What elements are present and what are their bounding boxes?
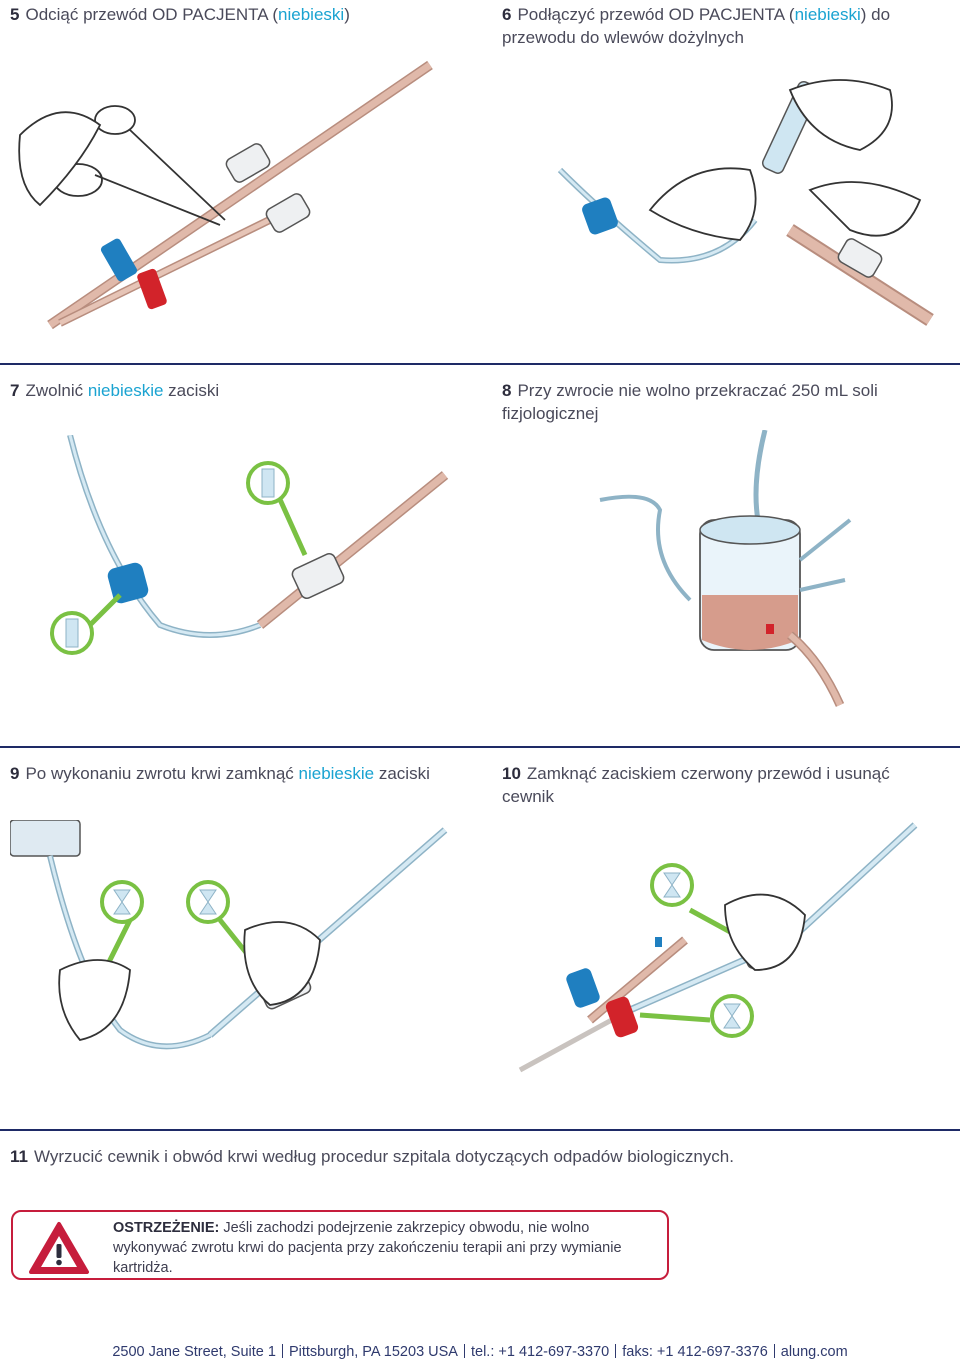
highlight-blue: niebieskie: [298, 764, 375, 783]
step-number: 5: [10, 5, 20, 24]
step-text: Podłączyć przewód OD PACJENTA (: [517, 5, 795, 24]
footer-separator: [773, 1344, 775, 1358]
step-5-title: 5 Odciąć przewód OD PACJENTA (niebieski): [10, 3, 450, 26]
illustration-saline-return: [599, 430, 852, 707]
step-text-end: zaciski: [374, 764, 430, 783]
warning-box: OSTRZEŻENIE: Jeśli zachodzi podejrzenie …: [11, 1210, 669, 1280]
footer-separator: [281, 1344, 283, 1358]
step-number: 6: [502, 5, 512, 24]
warning-body: Jeśli zachodzi podejrzenie zakrzepicy ob…: [113, 1220, 622, 1276]
footer-address: 2500 Jane Street, Suite 1: [112, 1344, 276, 1360]
step-7-title: 7 Zwolnić niebieskie zaciski: [10, 379, 450, 402]
illustration-close-clamps: [10, 820, 448, 1050]
step-text: Zamknąć zaciskiem czerwony przewód i usu…: [502, 764, 890, 806]
step-text: Odciąć przewód OD PACJENTA (: [25, 5, 279, 24]
warning-triangle-icon: [29, 1222, 89, 1274]
step-11-title: 11 Wyrzucić cewnik i obwód krwi według pr…: [10, 1145, 910, 1168]
section-divider: [0, 746, 960, 748]
step-9-title: 9 Po wykonaniu zwrotu krwi zamknąć niebie…: [10, 762, 470, 785]
step-text: Po wykonaniu zwrotu krwi zamknąć: [25, 764, 299, 783]
footer-separator: [615, 1344, 617, 1358]
step-6-title: 6 Podłączyć przewód OD PACJENTA (niebiesk…: [502, 3, 922, 49]
highlight-blue: niebieski: [794, 5, 861, 24]
footer-website[interactable]: alung.com: [780, 1344, 848, 1360]
footer: 2500 Jane Street, Suite 1 Pittsburgh, PA …: [0, 1344, 960, 1360]
footer-fax: faks: +1 412-697-3376: [622, 1344, 768, 1360]
illustration-cut-line: [18, 60, 433, 330]
section-divider: [0, 363, 960, 365]
illustration-connect-iv: [557, 79, 934, 326]
highlight-blue: niebieskie: [87, 381, 164, 400]
illustration-release-clamps: [50, 435, 449, 655]
step-text: Wyrzucić cewnik i obwód krwi według proc…: [33, 1147, 734, 1166]
section-divider: [0, 1129, 960, 1131]
footer-city: Pittsburgh, PA 15203 USA: [288, 1344, 458, 1360]
step-number: 9: [10, 764, 20, 783]
step-text-end: zaciski: [163, 381, 220, 400]
footer-separator: [463, 1344, 465, 1358]
illustration-remove-catheter: [518, 822, 918, 1073]
highlight-blue: niebieski: [278, 5, 345, 24]
step-text: Przy zwrocie nie wolno przekraczać 250 m…: [502, 381, 878, 423]
step-text: Zwolnić: [25, 381, 88, 400]
footer-phone: tel.: +1 412-697-3370: [470, 1344, 610, 1360]
warning-text: OSTRZEŻENIE: Jeśli zachodzi podejrzenie …: [113, 1218, 663, 1278]
step-number: 10: [502, 764, 521, 783]
step-number: 8: [502, 381, 512, 400]
step-number: 11: [10, 1147, 28, 1166]
step-text-end: ) do przewodu do wlewów dożylnych: [502, 5, 891, 47]
step-text-end: ): [344, 5, 350, 24]
step-number: 7: [10, 381, 20, 400]
warning-label: OSTRZEŻENIE:: [113, 1220, 220, 1236]
